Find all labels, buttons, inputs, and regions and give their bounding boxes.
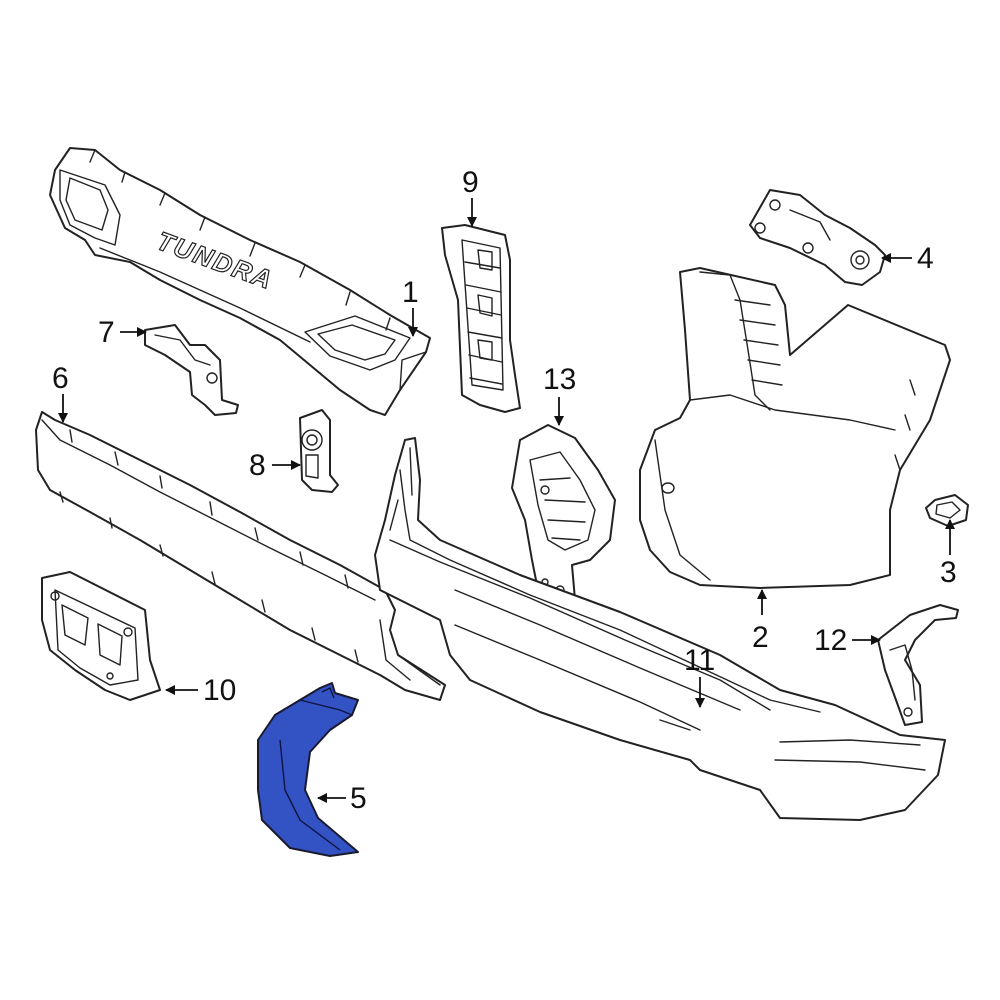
part-4-corner-bracket[interactable]: [749, 189, 886, 286]
callout-7: 7: [98, 316, 147, 349]
callout-7-label: 7: [98, 316, 115, 349]
callout-10-label: 10: [203, 674, 236, 707]
callout-9: 9: [462, 166, 479, 227]
callout-4: 4: [881, 242, 934, 275]
part-10-license-bracket[interactable]: [41, 571, 161, 701]
callout-11-label: 11: [684, 644, 715, 677]
part-6-lower-valance[interactable]: [35, 411, 446, 701]
callout-5-label: 5: [350, 782, 367, 815]
callout-4-label: 4: [917, 242, 934, 275]
callout-3-label: 3: [940, 556, 957, 589]
callout-13: 13: [543, 363, 576, 426]
callout-1: 1: [402, 276, 419, 337]
callout-12-label: 12: [814, 624, 847, 657]
callout-13-label: 13: [543, 363, 576, 396]
part-13-support-bracket[interactable]: [511, 424, 616, 606]
part-12-side-bracket[interactable]: [877, 604, 959, 726]
callout-8-label: 8: [249, 449, 266, 482]
part-8-retainer[interactable]: [299, 409, 339, 493]
callout-10: 10: [165, 674, 236, 707]
callout-12: 12: [814, 624, 881, 657]
part-7-bracket[interactable]: [144, 324, 239, 416]
part-9-grille-insert[interactable]: [441, 224, 521, 413]
callout-11: 11: [684, 644, 715, 708]
part-11-main-bumper[interactable]: [374, 437, 946, 821]
part-2-end-cover[interactable]: [639, 267, 951, 589]
callout-8: 8: [249, 449, 301, 482]
callout-2: 2: [752, 589, 769, 654]
callout-2-label: 2: [752, 621, 769, 654]
part-5-side-trim-highlighted[interactable]: [257, 682, 359, 857]
callout-6: 6: [52, 362, 69, 423]
callout-9-label: 9: [462, 166, 479, 199]
part-3-nut[interactable]: [925, 494, 969, 527]
callout-5: 5: [317, 782, 367, 815]
callout-6-label: 6: [52, 362, 69, 395]
callout-1-label: 1: [402, 276, 419, 309]
callout-3: 3: [940, 519, 957, 589]
part-1-upper-trim[interactable]: TUNDRA: [49, 147, 431, 416]
